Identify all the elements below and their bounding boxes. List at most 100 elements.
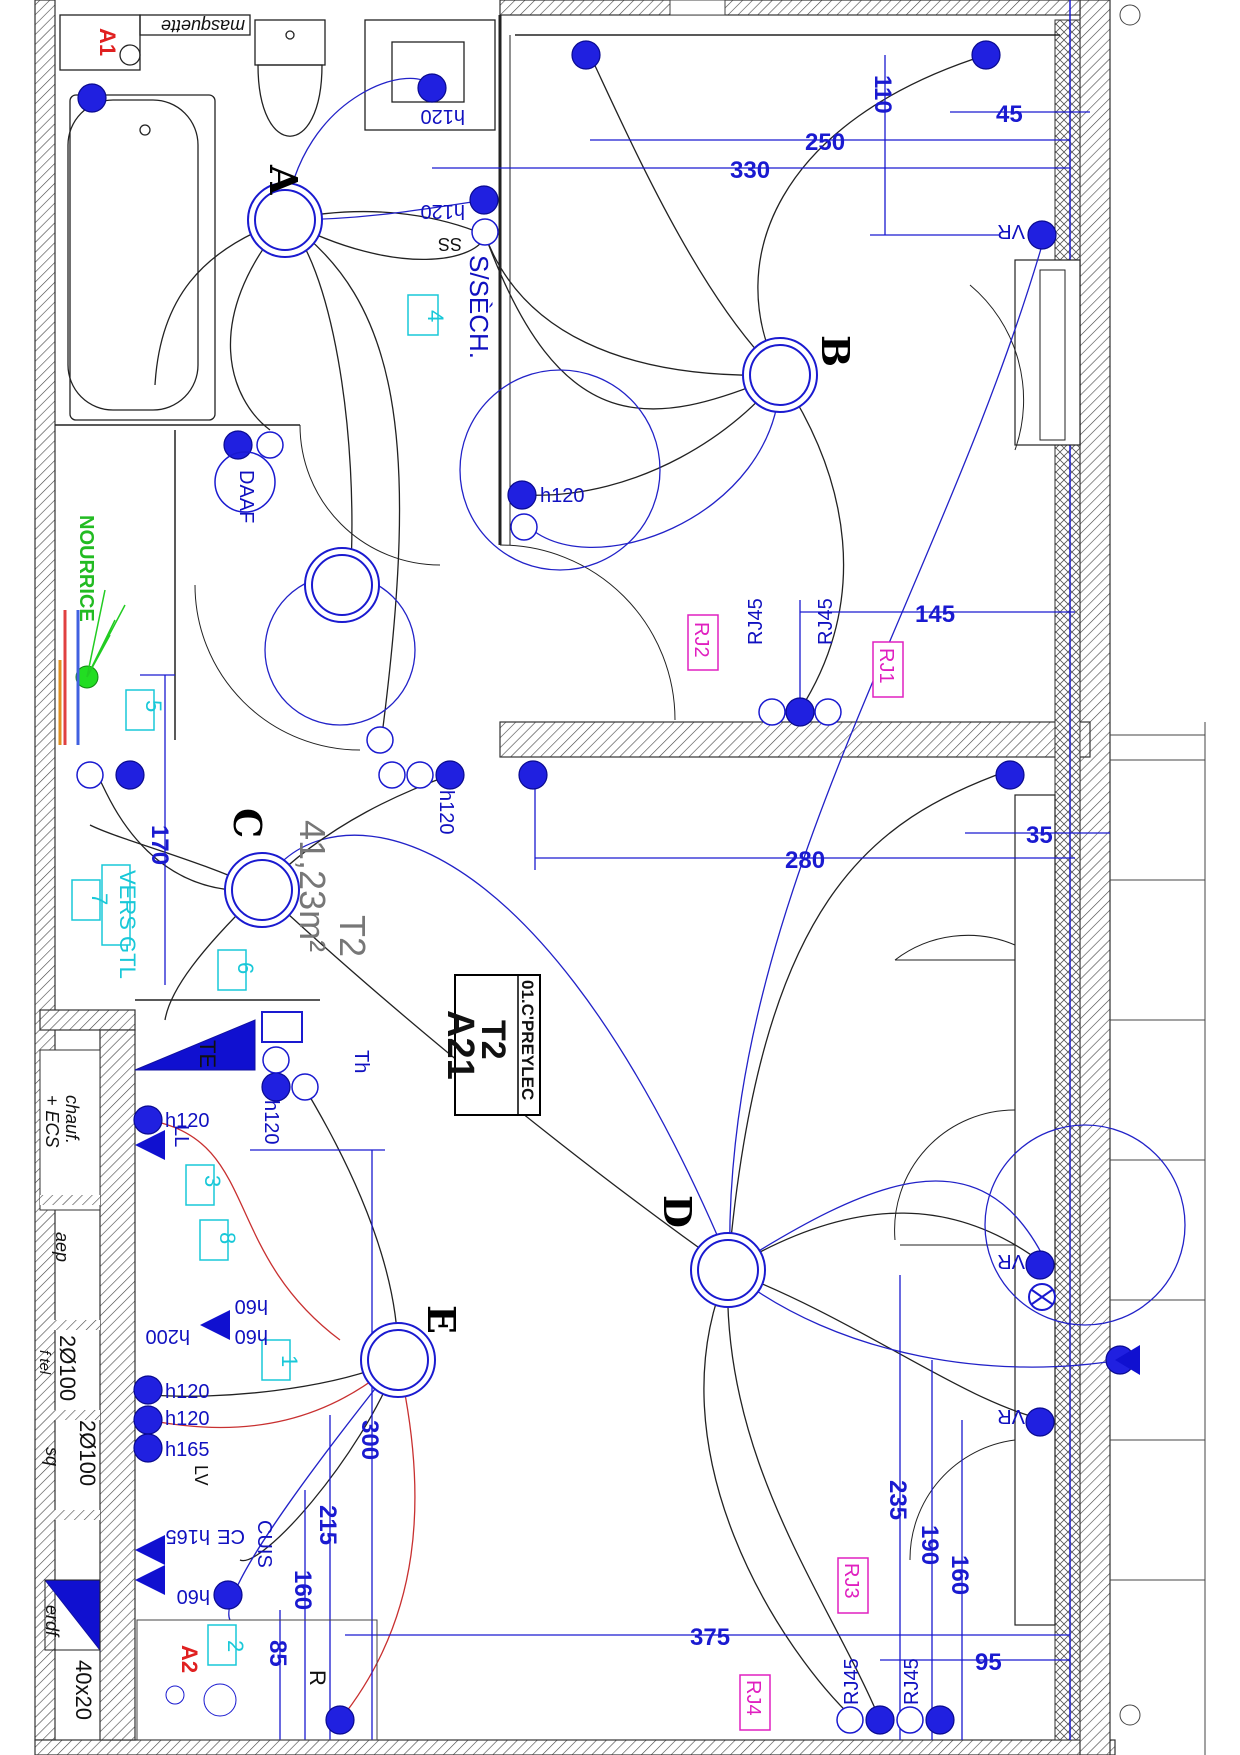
light-point-e	[360, 1322, 436, 1398]
dim-170: 170	[146, 825, 173, 865]
dim-160a: 160	[289, 1570, 316, 1610]
light-point-b	[742, 337, 818, 413]
light-point-c	[224, 852, 300, 928]
dim-330: 330	[730, 157, 770, 184]
label-rj45-d: RJ45	[901, 1658, 923, 1705]
label-2x100-a: 2Ø100	[55, 1335, 80, 1401]
height-h200: h200	[146, 1325, 191, 1347]
light-point-nourrice	[304, 547, 380, 623]
dim-35: 35	[1026, 822, 1053, 849]
circuit-5: 5	[141, 700, 166, 712]
dim-110: 110	[869, 75, 896, 114]
ceiling-lights	[224, 182, 818, 1398]
dim-250: 250	[805, 129, 845, 156]
label-s-sech: S/SÈCH.	[464, 255, 494, 359]
panel-and-symbols	[43, 0, 1141, 1741]
circuit-4: 4	[423, 310, 448, 322]
circuit-6: 6	[233, 962, 258, 974]
label-2x100-b: 2Ø100	[75, 1420, 100, 1486]
cartouche-line2: T2	[474, 1020, 512, 1060]
label-lv: LV	[191, 1465, 211, 1486]
height-h120-f: h120	[165, 1110, 210, 1132]
dim-300: 300	[356, 1420, 383, 1460]
label-te: TE	[195, 1040, 220, 1068]
height-h60-c: h60	[177, 1585, 210, 1607]
room-label-d: D	[655, 1195, 700, 1228]
labels: A B C D E 01.C'PREYLEC T2 A21 T2 41,23m²…	[36, 16, 1053, 1720]
cartouche	[454, 974, 541, 1116]
label-ecs: + ECS	[42, 1095, 62, 1148]
room-label-b: B	[813, 335, 858, 367]
label-vers-gtl: VERS GTL	[115, 870, 140, 979]
label-ce: CE	[217, 1525, 245, 1547]
label-40x20: 40x20	[71, 1660, 96, 1720]
dim-160b: 160	[946, 1555, 973, 1595]
label-a1: A1	[95, 28, 120, 56]
height-h120-lv: h120	[165, 1408, 210, 1430]
height-h120-e: h120	[260, 1100, 282, 1145]
label-rj45-b: RJ45	[815, 598, 837, 645]
label-f-tel: f tel	[36, 1350, 53, 1375]
label-ss: SS	[438, 234, 462, 254]
cartouche-line3: A21	[439, 1010, 481, 1080]
label-erdf: erdf	[42, 1605, 62, 1638]
label-vr-2: VR	[997, 1250, 1025, 1272]
switches	[76, 218, 924, 1734]
label-cuis: CUIS	[253, 1520, 275, 1568]
rj45-tags	[687, 614, 904, 1731]
height-h60-a: h60	[235, 1295, 268, 1317]
cartouche-line1: 01.C'PREYLEC	[518, 980, 537, 1100]
light-point-a	[247, 182, 323, 258]
door-swings	[194, 284, 1025, 1561]
label-ll: LL	[170, 1125, 192, 1147]
walls	[34, 0, 1206, 1755]
dim-235: 235	[884, 1480, 911, 1520]
label-vr-1: VR	[997, 220, 1025, 242]
height-h60-b: h60	[235, 1325, 268, 1347]
dim-95: 95	[975, 1649, 1002, 1676]
masquette-label: masquette	[161, 16, 245, 36]
height-h165-b: h165	[166, 1525, 211, 1547]
outlets	[77, 40, 1135, 1735]
label-chauf: chauf.	[62, 1095, 82, 1144]
circuit-2: 2	[223, 1640, 248, 1652]
label-nourrice: NOURRICE	[75, 515, 97, 622]
height-h120-c: h120	[540, 485, 585, 507]
room-label-c: C	[225, 808, 270, 838]
dim-85: 85	[264, 1640, 291, 1667]
dimension-lines	[140, 55, 1110, 1740]
height-h120-a: h120	[421, 105, 466, 127]
area-type: T2	[332, 915, 373, 957]
dim-190: 190	[916, 1525, 943, 1565]
circuit-3: 3	[200, 1175, 225, 1187]
room-label-e: E	[419, 1305, 464, 1334]
label-rj4: RJ4	[742, 1680, 764, 1716]
dim-280: 280	[785, 847, 825, 874]
label-th: Th	[350, 1050, 372, 1073]
height-h165-a: h165	[165, 1439, 210, 1461]
label-aep: aep	[52, 1232, 72, 1262]
label-rj45-c: RJ45	[841, 1658, 863, 1705]
label-rj1: RJ1	[875, 648, 897, 684]
label-rj45-a: RJ45	[745, 598, 767, 645]
label-a2: A2	[177, 1645, 202, 1673]
circuit-tags	[71, 294, 439, 1666]
circuit-7: 7	[87, 893, 112, 905]
dim-45: 45	[996, 101, 1023, 128]
light-point-d	[690, 1232, 766, 1308]
circuit-1: 1	[277, 1355, 302, 1367]
label-rj3: RJ3	[840, 1563, 862, 1599]
height-h120-b: h120	[421, 200, 466, 222]
label-daaf: DAAF	[235, 470, 257, 523]
label-sq: sq	[42, 1447, 62, 1466]
label-r: R	[305, 1670, 330, 1686]
dim-145: 145	[915, 601, 955, 628]
height-h120-g: h120	[165, 1381, 210, 1403]
dim-375: 375	[690, 1624, 730, 1651]
label-rj2: RJ2	[690, 622, 712, 658]
label-vr-3: VR	[997, 1405, 1025, 1427]
room-label-a: A	[261, 164, 306, 195]
height-h120-d: h120	[435, 790, 457, 835]
dim-215: 215	[314, 1505, 341, 1545]
